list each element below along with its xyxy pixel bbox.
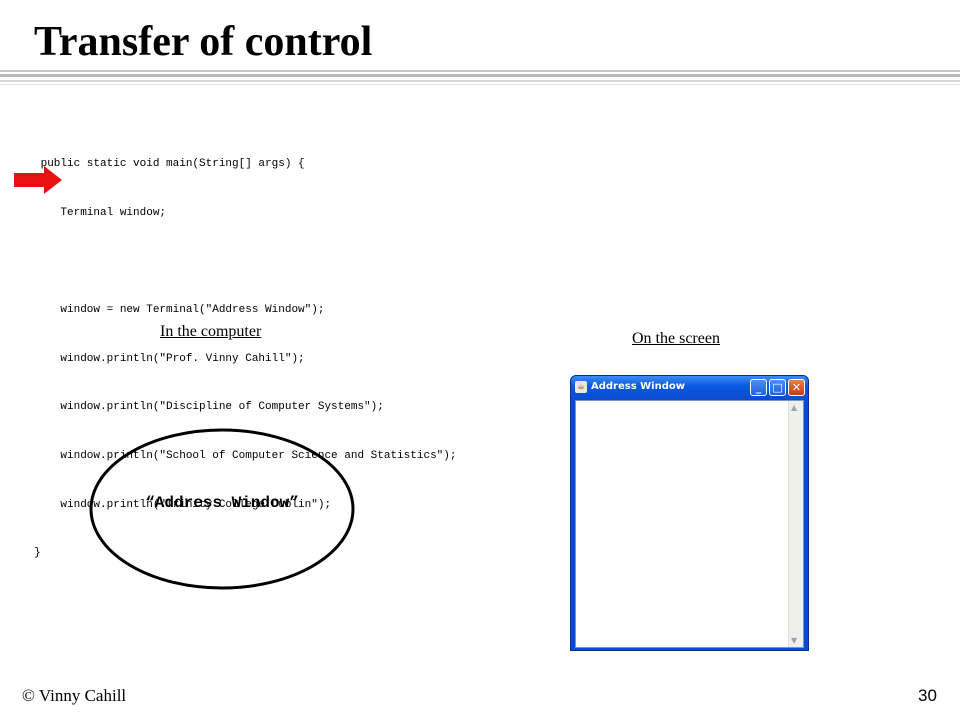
window-client-area[interactable]: ▲ ▼	[575, 400, 804, 648]
close-icon[interactable]: ✕	[788, 379, 805, 396]
scroll-up-icon[interactable]: ▲	[791, 403, 798, 412]
on-the-screen-label: On the screen	[632, 330, 720, 347]
slide-title: Transfer of control	[34, 19, 373, 65]
minimize-icon[interactable]: _	[750, 379, 767, 396]
code-line: window = new Terminal("Address Window");	[34, 304, 325, 317]
code-line: window.println("Discipline of Computer S…	[34, 401, 384, 414]
window-title: Address Window	[591, 381, 685, 392]
code-line: Terminal window;	[34, 207, 167, 220]
red-arrow-icon	[14, 166, 62, 194]
scroll-down-icon[interactable]: ▼	[791, 636, 798, 645]
object-text: “Address Window”	[145, 494, 299, 512]
vertical-scrollbar[interactable]: ▲ ▼	[788, 401, 803, 647]
page-number: 30	[918, 686, 937, 705]
code-line	[34, 254, 456, 270]
code-line: window.println("Trinity College Dublin")…	[34, 498, 332, 511]
code-line: window.println("School of Computer Scien…	[34, 450, 457, 463]
java-icon: ☕	[575, 381, 587, 393]
code-line: }	[34, 547, 41, 560]
copyright: © Vinny Cahill	[22, 686, 127, 705]
address-window: ☕ Address Window _ □ ✕ ▲ ▼	[570, 375, 809, 651]
in-the-computer-label: In the computer	[160, 323, 262, 340]
code-line: window.println("Prof. Vinny Cahill");	[34, 352, 305, 365]
object-ellipse	[89, 428, 355, 590]
code-line: public static void main(String[] args) {	[34, 158, 305, 171]
code-listing: public static void main(String[] args) {…	[34, 124, 456, 578]
window-titlebar[interactable]: ☕ Address Window _ □ ✕	[571, 376, 808, 400]
maximize-icon[interactable]: □	[769, 379, 786, 396]
